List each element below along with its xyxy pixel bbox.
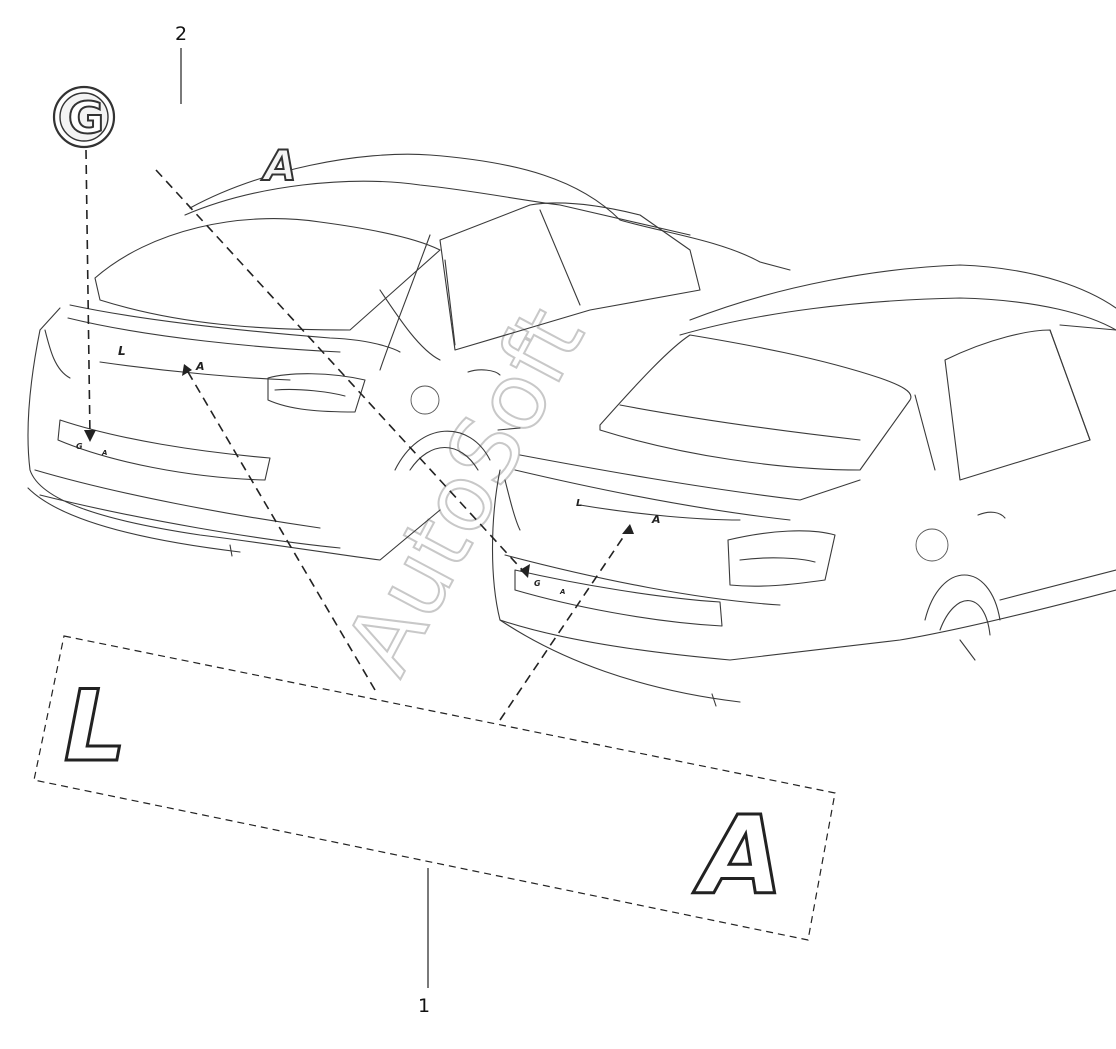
car1-emblem-l: L xyxy=(118,344,126,358)
assembly-lines xyxy=(84,149,634,721)
car2-emblem-a: A xyxy=(651,513,661,526)
g-badge-part: G xyxy=(52,85,116,149)
arrowhead-icon xyxy=(182,364,192,376)
svg-text:L: L xyxy=(64,670,126,784)
car1-badge-a: A xyxy=(101,449,107,457)
callout-2: 2 xyxy=(175,23,187,45)
car2-badge-g: G xyxy=(534,579,541,588)
callout-1: 1 xyxy=(418,995,430,1017)
car1-emblem-a: A xyxy=(195,360,205,373)
car1-badge-g: G xyxy=(76,442,83,451)
svg-text:AutoSoft: AutoSoft xyxy=(325,291,605,690)
arrowhead-icon xyxy=(84,430,96,442)
a-badge-part: A xyxy=(260,140,298,191)
svg-text:A: A xyxy=(692,794,784,919)
arrowhead-icon xyxy=(622,524,634,534)
nameplate-letter-l: L xyxy=(63,669,128,786)
nameplate-frame xyxy=(33,635,836,941)
car2-emblem-l: L xyxy=(576,498,582,509)
arrowhead-icon xyxy=(520,564,530,578)
watermark: AutoSoft xyxy=(324,290,606,691)
svg-text:G: G xyxy=(68,93,104,144)
car2-badge-a: A xyxy=(559,588,565,596)
car-right-outline xyxy=(491,264,1116,707)
nameplate-letter-a: A xyxy=(691,793,786,921)
car-left-outline xyxy=(27,153,791,561)
svg-text:A: A xyxy=(261,141,297,190)
